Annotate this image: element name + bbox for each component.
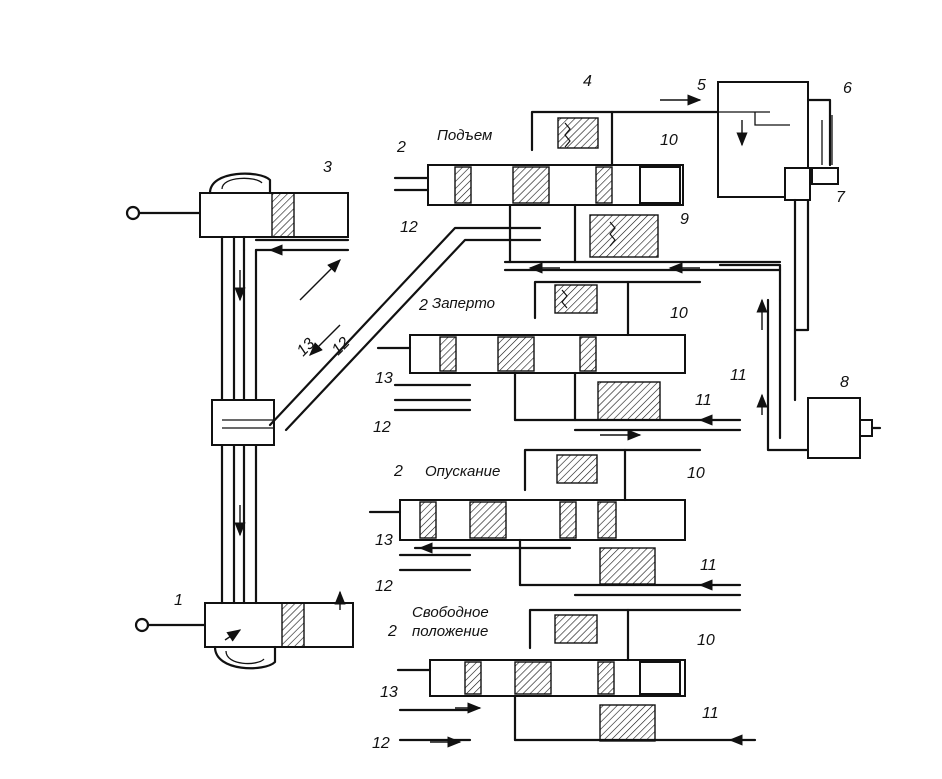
callout-2a: 2 [396, 139, 406, 156]
diagonal-pipes [268, 226, 542, 432]
callout-13c: 13 [375, 532, 393, 549]
callout-12c: 12 [373, 419, 391, 436]
pump-8 [807, 397, 882, 459]
return-line-11 [756, 198, 810, 452]
valve-locked [376, 280, 742, 441]
valve-lowering [368, 448, 742, 597]
callout-11a: 11 [730, 367, 747, 384]
callout-10b: 10 [670, 305, 688, 322]
callout-7: 7 [836, 189, 846, 206]
callout-12b: 12 [329, 334, 354, 359]
upper-cylinder-3 [125, 172, 349, 252]
callout-13b: 13 [375, 370, 393, 387]
label-locked: Заперто [432, 295, 495, 312]
label-free-2: положение [412, 623, 488, 640]
callout-11d: 11 [702, 705, 719, 722]
callout-13a: 13 [294, 335, 319, 360]
callout-12e: 12 [372, 735, 390, 752]
callout-2c: 2 [393, 463, 403, 480]
lower-cylinder-1 [134, 602, 354, 670]
callout-2d: 2 [387, 623, 397, 640]
callout-13d: 13 [380, 684, 398, 701]
callout-8: 8 [840, 374, 849, 391]
callout-1: 1 [174, 592, 183, 609]
reservoir-5 [717, 81, 839, 201]
callout-10c: 10 [687, 465, 705, 482]
callout-4: 4 [583, 73, 592, 90]
callout-11c: 11 [700, 557, 717, 574]
callout-10d: 10 [697, 632, 715, 649]
label-lowering: Опускание [425, 463, 500, 480]
callout-3: 3 [323, 159, 332, 176]
callout-11b: 11 [695, 392, 712, 409]
callout-10a: 10 [660, 132, 678, 149]
callout-5: 5 [697, 77, 706, 94]
label-free-1: Свободное [412, 604, 489, 621]
vertical-pipes-left [211, 235, 350, 642]
label-lift: Подъем [437, 127, 492, 144]
callout-9: 9 [680, 211, 689, 228]
callout-12d: 12 [375, 578, 393, 595]
valve-lift [393, 94, 782, 302]
callout-6: 6 [843, 80, 852, 97]
callout-2b: 2 [418, 297, 428, 314]
callout-12a: 12 [400, 219, 418, 236]
valve-free [396, 608, 757, 748]
